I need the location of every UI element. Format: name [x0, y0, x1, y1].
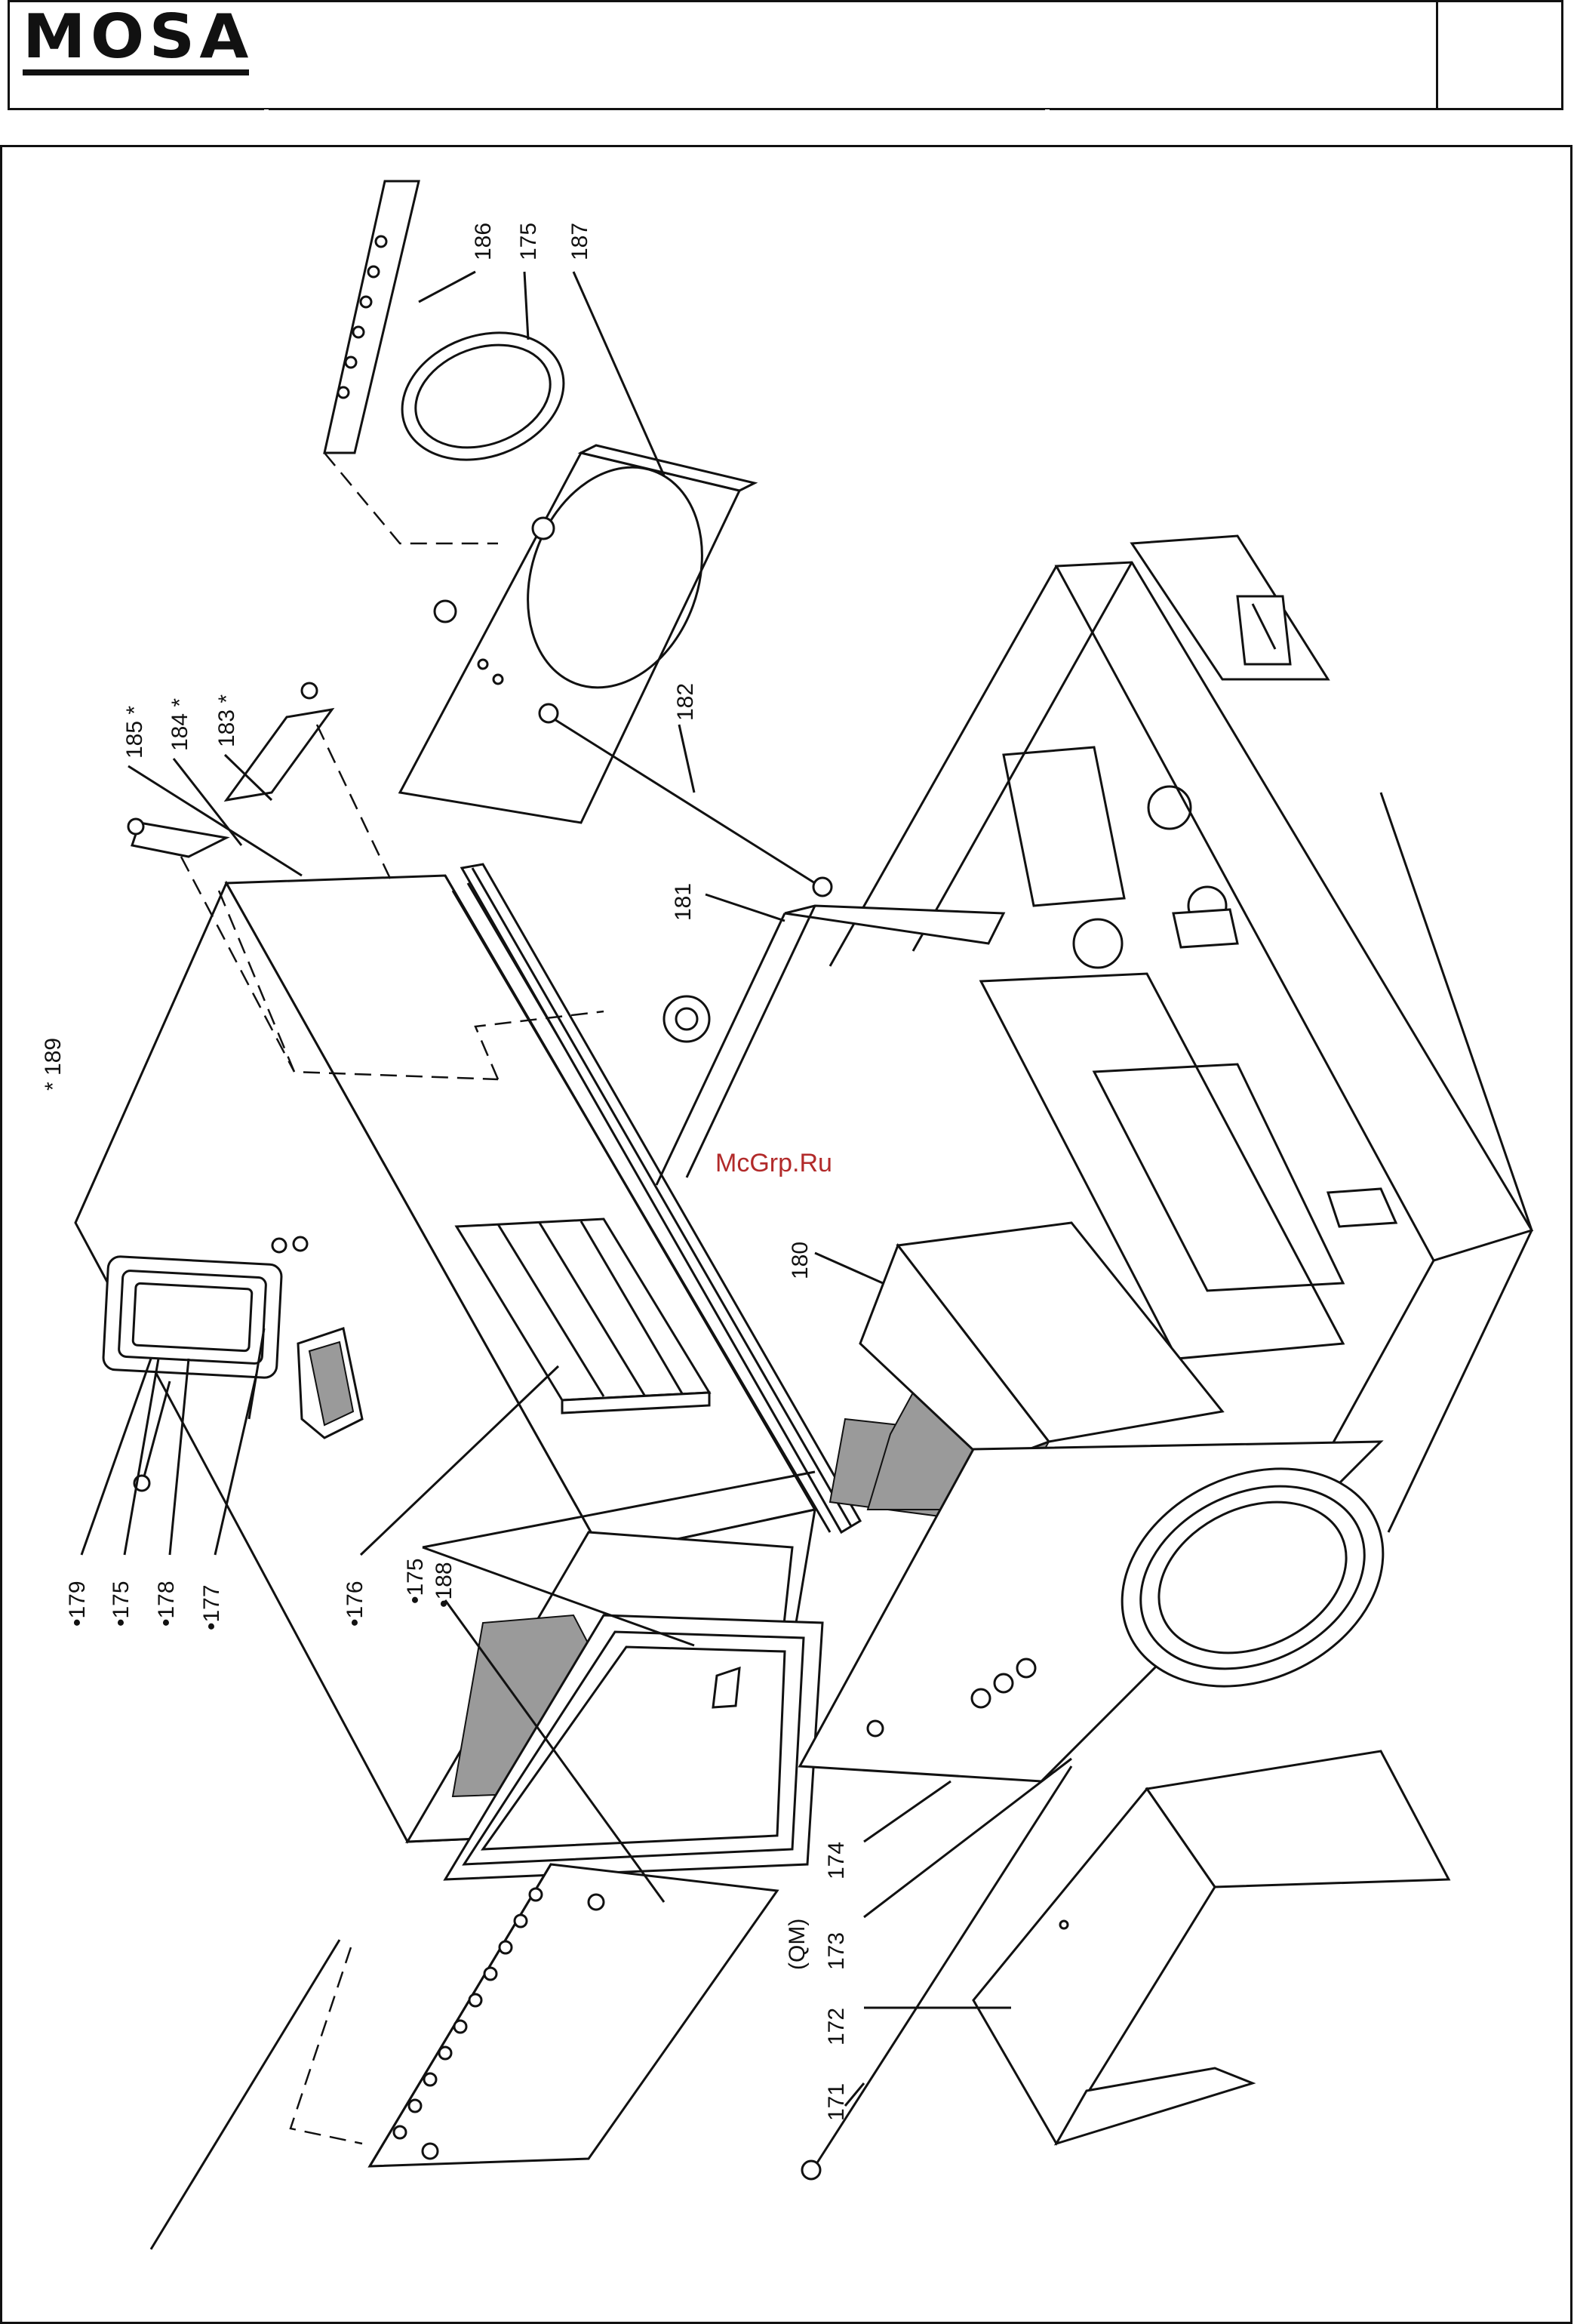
callout-188: •188 [432, 1562, 457, 1608]
callout-182: 182 [673, 683, 698, 721]
callout-178: •178 [154, 1581, 179, 1627]
bracket-outline [317, 725, 392, 883]
radiator-gasket-top [384, 311, 581, 482]
callout-185: 185 * [122, 706, 147, 759]
callout-173-note: (QM) [785, 1919, 810, 1970]
cross-bar [656, 906, 1004, 1185]
strip-outline [324, 453, 498, 543]
radiator-end-plate [400, 442, 755, 823]
callout-183: 183 * [214, 694, 239, 747]
callout-176: •176 [343, 1581, 367, 1627]
callout-181: 181 [671, 883, 696, 921]
callout-175-left: •175 [109, 1581, 134, 1627]
callout-186: 186 [471, 223, 496, 260]
hinge-pin-outline [291, 1947, 362, 2144]
callout-179: •179 [65, 1581, 90, 1627]
hinge-pin-rod [151, 1940, 340, 2249]
callout-187: 187 [567, 223, 592, 260]
callout-175-top: 175 [516, 223, 541, 260]
callout-172: 172 [824, 2008, 849, 2045]
callout-175-mid: •175 [403, 1558, 428, 1604]
callout-180: 180 [788, 1242, 813, 1279]
hinged-lower-door [370, 1864, 777, 2166]
callout-173: 173 [824, 1932, 849, 1970]
watermark: McGrp.Ru [715, 1149, 832, 1177]
callout-184: 184 * [168, 698, 192, 751]
callout-171: 171 [824, 2083, 849, 2121]
callout-174: 174 [824, 1842, 849, 1879]
callout-189: * 189 [41, 1038, 66, 1091]
callout-177: •177 [199, 1584, 224, 1630]
